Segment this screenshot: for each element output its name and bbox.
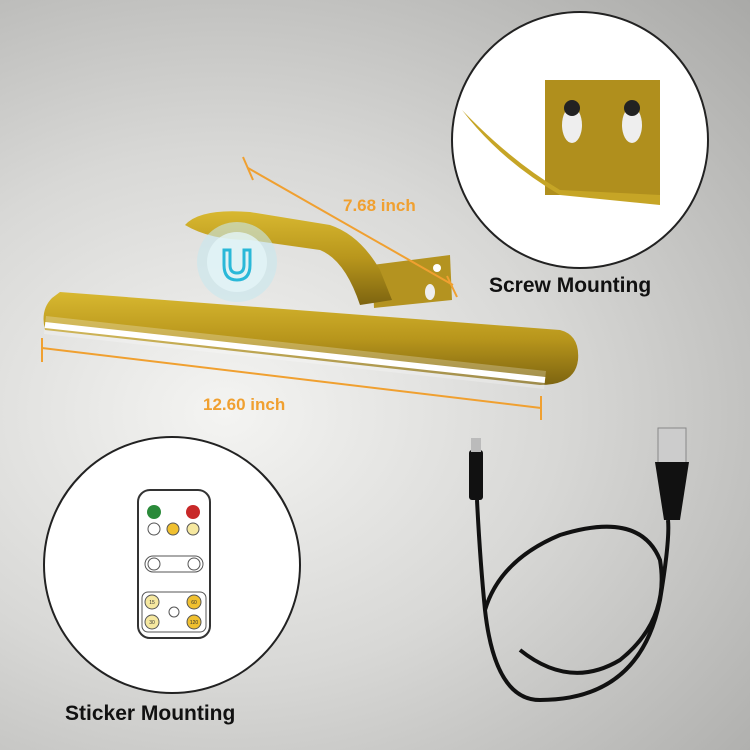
bar-length-label: 12.60 inch xyxy=(203,395,286,414)
micro-usb-connector xyxy=(469,450,483,500)
minus-icon xyxy=(147,557,161,571)
usb-cable xyxy=(475,499,671,703)
timer-120: 120 xyxy=(190,620,199,626)
usb-a-connector xyxy=(657,427,687,465)
screw-mounting-caption: Screw Mounting xyxy=(489,274,652,297)
sticker-mounting-inset xyxy=(43,436,301,694)
magnet-icon xyxy=(197,222,277,302)
clock-icon xyxy=(168,606,180,618)
dimension-lines xyxy=(41,156,542,420)
lamp-bar xyxy=(43,292,579,389)
timer-60: 60 xyxy=(191,600,197,606)
plus-icon xyxy=(187,557,201,571)
timer-30: 30 xyxy=(149,620,155,626)
screw-mounting-inset xyxy=(451,11,709,269)
sun-icon xyxy=(147,522,161,536)
arm-length-label: 7.68 inch xyxy=(343,196,416,215)
timer-15: 15 xyxy=(149,600,155,606)
sticker-mounting-caption: Sticker Mounting xyxy=(65,702,236,725)
